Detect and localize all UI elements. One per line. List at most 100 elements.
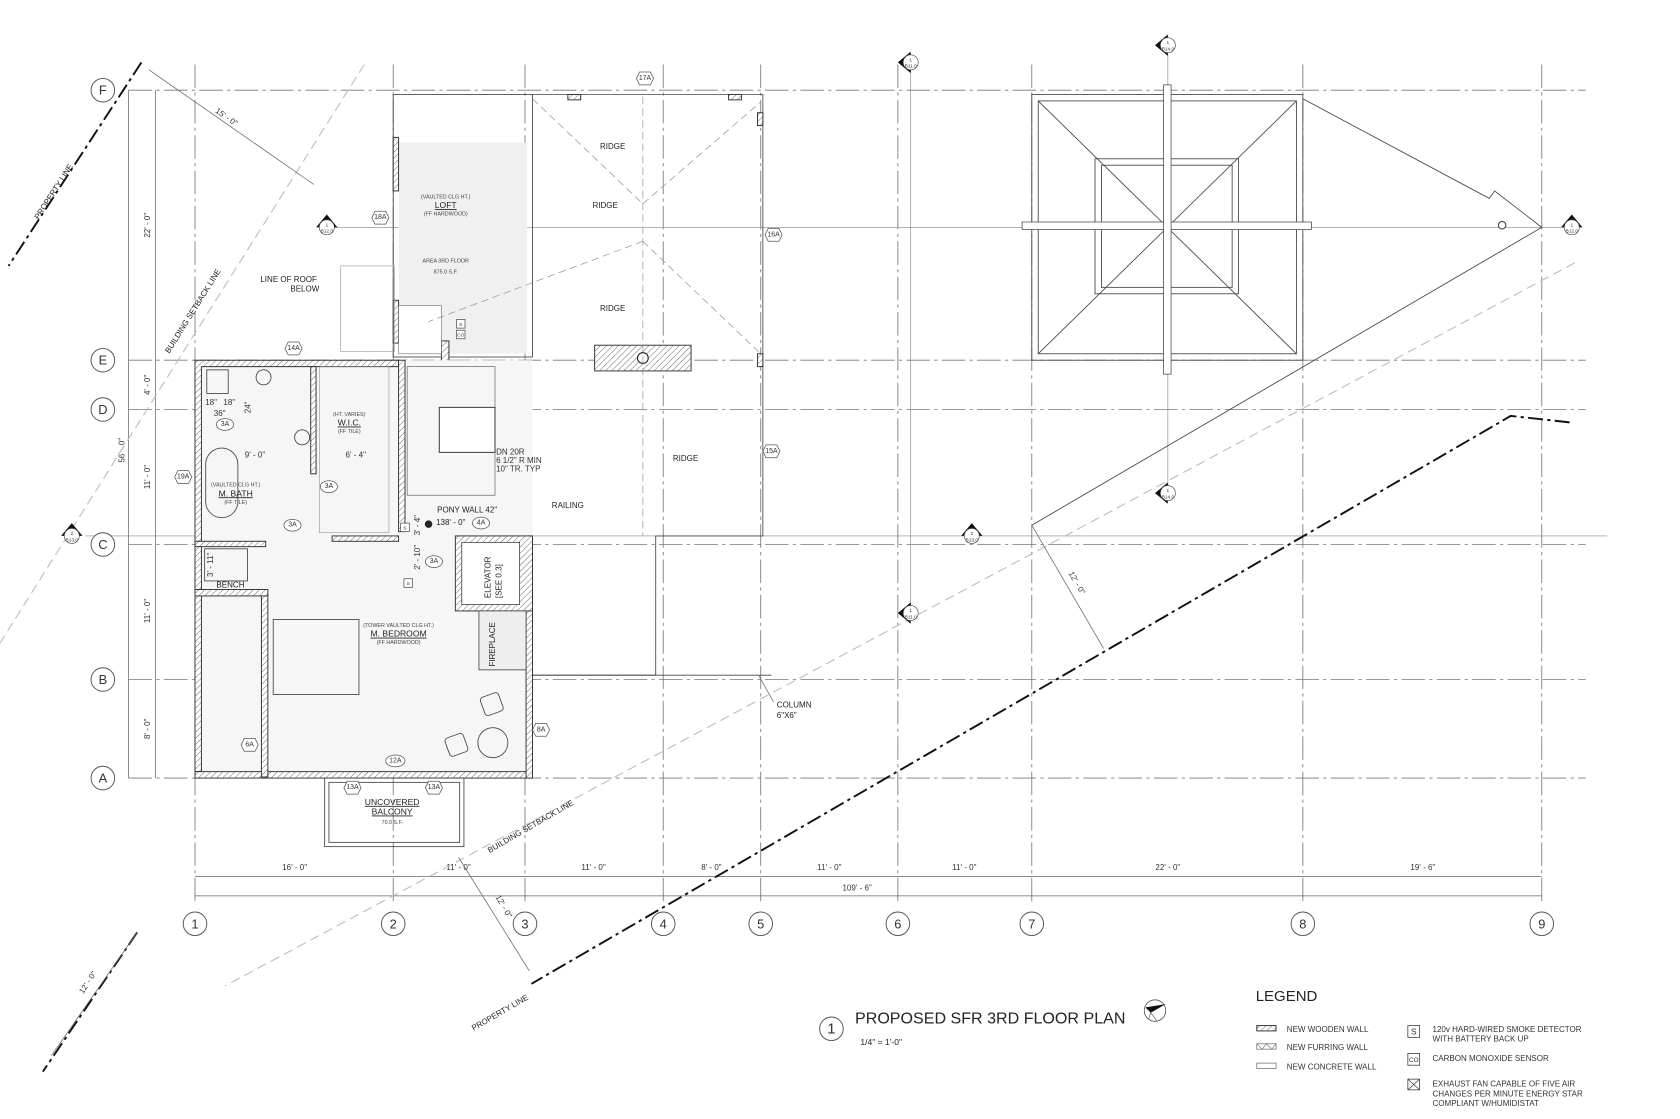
- tag-label: 3A: [221, 421, 230, 428]
- tag-label: 12A: [389, 757, 402, 764]
- drawing-number: 1: [827, 1020, 835, 1037]
- dimension-label: 11' - 0": [143, 599, 152, 623]
- stair-note: DN 20R: [496, 448, 525, 457]
- room-note: (VAULTED CLG HT.): [421, 194, 471, 200]
- room-finish: (FF HARDWOOD): [424, 212, 468, 218]
- dimension-label: 22' - 0": [143, 213, 152, 238]
- column-label: 6"X6": [777, 711, 797, 720]
- area-label: AREA 3RD FLOOR: [423, 259, 469, 265]
- grid-row-bubbles: F E D C B A: [90, 77, 116, 791]
- balcony-area: 70.0 S.F.: [382, 820, 403, 826]
- property-line-label: PROPERTY LINE: [33, 162, 75, 220]
- tag-label: 14A: [287, 345, 300, 352]
- tag-label: 6A: [245, 741, 254, 748]
- smoke-detector-icon: S: [1411, 1027, 1417, 1037]
- section-number: 1: [909, 608, 912, 614]
- legend-item: CHANGES PER MINUTE ENERGY STAR: [1433, 1089, 1583, 1098]
- stair-note: 6 1/2" R MIN: [496, 456, 542, 465]
- dimension-label: 11' - 0": [143, 465, 152, 489]
- dimension-label: 11' - 0": [446, 863, 470, 872]
- dimension-label: 19' - 6": [1410, 863, 1435, 872]
- column-label: COLUMN: [777, 700, 812, 709]
- room-note: (TOWER VAULTED CLG HT.): [363, 623, 434, 629]
- section-sheet: B13.0: [65, 537, 78, 543]
- grid-row-label: D: [98, 402, 107, 417]
- tag-label: 3A: [430, 558, 439, 565]
- dimension-label: 11' - 0": [952, 863, 976, 872]
- dimension-label: 16' - 0": [282, 863, 307, 872]
- legend-item: NEW FURRING WALL: [1287, 1043, 1369, 1052]
- section-sheet: B14.0: [1162, 47, 1175, 53]
- setback-dimension: 12' - 0": [1067, 570, 1087, 596]
- grid-column-label: 9: [1538, 916, 1545, 931]
- section-sheet: B14.0: [1162, 494, 1175, 500]
- legend-item: WITH BATTERY BACK UP: [1433, 1035, 1529, 1044]
- legend-item: NEW WOODEN WALL: [1287, 1025, 1369, 1034]
- grid-column-label: 1: [191, 916, 198, 931]
- dimension-label: 8' - 0": [701, 863, 722, 872]
- dimension-label: 3' - 4": [413, 515, 422, 536]
- loft-area: (VAULTED CLG HT.) LOFT (FF HARDWOOD) ARE…: [392, 94, 533, 376]
- pony-wall-label: PONY WALL 42": [437, 505, 497, 514]
- grid-row-label: A: [99, 771, 108, 786]
- grid-row-label: C: [98, 537, 107, 552]
- property-line-label: PROPERTY LINE: [470, 993, 530, 1033]
- legend-item: 120v HARD-WIRED SMOKE DETECTOR: [1433, 1025, 1582, 1034]
- setback-line-label: BUILDING SETBACK LINE: [486, 798, 575, 855]
- section-sheet: B12.0: [320, 229, 333, 235]
- stair-note: 10" TR. TYP: [496, 465, 540, 474]
- section-sheet: B11.0: [905, 64, 918, 70]
- section-sheet: B12.0: [1565, 229, 1578, 235]
- smoke-detector-icon: S: [403, 526, 406, 532]
- dimension-label: 24": [244, 401, 253, 413]
- room-finish: (FF HARDWOOD): [377, 640, 421, 646]
- ridge-label: RIDGE: [593, 201, 618, 210]
- grid-column-label: 7: [1028, 916, 1035, 931]
- dimension-label: 18": [205, 398, 217, 407]
- section-number: 2: [970, 531, 973, 537]
- tag-label: 17A: [639, 75, 652, 82]
- legend-item: CARBON MONOXIDE SENSOR: [1433, 1054, 1549, 1063]
- room-name-balcony: BALCONY: [372, 807, 413, 817]
- room-name-balcony: UNCOVERED: [365, 797, 420, 807]
- legend: LEGEND NEW WOODEN WALL NEW FURRING WALL …: [1256, 988, 1583, 1108]
- window-door-tags: 17A 18A 16A 15A 14A 19A 3A 3A 3A 3A 3A 4…: [174, 71, 783, 795]
- room-name-bedroom: M. BEDROOM: [371, 629, 427, 639]
- tag-label: 4A: [477, 520, 486, 527]
- room-note: (VAULTED CLG HT.): [211, 483, 261, 489]
- dimension-label: 11' - 0": [817, 863, 841, 872]
- dimension-label: 22' - 0": [1155, 863, 1180, 872]
- concrete-wall-swatch: [1256, 1062, 1277, 1069]
- grid-column-label: 3: [521, 916, 528, 931]
- room-name-wic: W.I.C.: [338, 418, 361, 428]
- grid-column-label: 5: [757, 916, 764, 931]
- grid-column-label: 4: [660, 916, 667, 931]
- setback-dimension: 12' - 0": [493, 893, 513, 919]
- roof-plan-main: RIDGE RIDGE RIDGE RIDGE LINE OF ROOF BEL…: [260, 94, 812, 720]
- co-sensor-icon: CO: [1409, 1057, 1419, 1064]
- dimension-label: 18": [223, 398, 235, 407]
- legend-item: NEW CONCRETE WALL: [1287, 1063, 1377, 1072]
- legend-title: LEGEND: [1256, 988, 1318, 1005]
- section-number: 1: [1167, 488, 1170, 494]
- grid-column-label: 8: [1299, 916, 1306, 931]
- smoke-detector-icon: S: [459, 322, 462, 328]
- co-sensor-icon: CO: [457, 333, 464, 339]
- ridge-label: RIDGE: [600, 142, 625, 151]
- drawing-title-text: PROPOSED SFR 3RD FLOOR PLAN: [855, 1009, 1125, 1027]
- drawing-title: 1 PROPOSED SFR 3RD FLOOR PLAN 1/4" = 1'-…: [819, 999, 1167, 1047]
- exhaust-fan-icon: [1407, 1078, 1421, 1091]
- dimension-label: 36": [214, 409, 226, 418]
- smoke-detector-icon: S: [407, 581, 410, 587]
- ridge-label: RIDGE: [673, 454, 698, 463]
- tag-label: 19A: [177, 474, 190, 481]
- section-number: 1: [1167, 40, 1170, 46]
- left-dimensions: 22' - 0" 4' - 0" 11' - 0" 11' - 0" 8' - …: [117, 90, 156, 779]
- tag-label: 13A: [428, 784, 441, 791]
- setback-dimension: 12' - 0": [77, 969, 98, 995]
- tag-label: 13A: [346, 784, 359, 791]
- master-suite: (VAULTED CLG HT.) M. BATH (FF TILE) (HT.…: [194, 359, 542, 848]
- dimension-label: 2' - 10": [413, 545, 422, 570]
- grid-row-label: E: [99, 353, 108, 368]
- north-arrow-icon: [1143, 999, 1167, 1022]
